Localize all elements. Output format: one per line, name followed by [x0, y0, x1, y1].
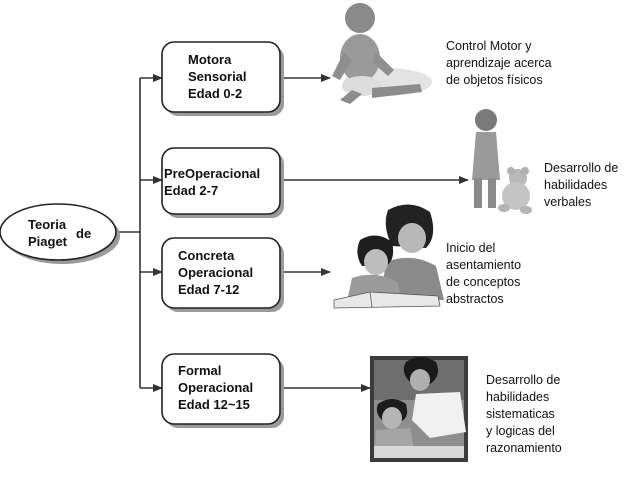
- root-label-suffix: de: [76, 226, 92, 241]
- mother-reading-with-child-illustration: [333, 204, 444, 309]
- description-formal: Desarrollo de habilidades sistematicas y…: [486, 373, 562, 455]
- connectors: [118, 74, 469, 392]
- stage-box-4: [161, 353, 284, 428]
- stage-label-concreta: Concreta Operacional Edad 7-12: [178, 248, 254, 297]
- root-node: [0, 203, 120, 264]
- description-motora: Control Motor y aprendizaje acerca de ob…: [446, 39, 552, 87]
- toddler-with-teddy-bear-illustration: [472, 109, 532, 214]
- stage-label-preoperacional: PreOperacional Edad 2-7: [164, 166, 261, 198]
- stage-label-formal: Formal Operacional Edad 12~15: [178, 363, 254, 412]
- root-label: Teoria Piaget: [28, 217, 68, 249]
- description-concreta: Inicio del asentamiento de conceptos abs…: [446, 241, 522, 306]
- stage-label-motora: Motora Sensorial Edad 0-2: [188, 52, 247, 101]
- stage-boxes: [161, 41, 284, 428]
- seated-baby-illustration: [332, 3, 432, 104]
- stage-box-3: [161, 237, 284, 312]
- description-preoperacional: Desarrollo de habilidades verbales: [544, 161, 619, 209]
- teen-studying-with-adult-illustration: [370, 356, 468, 462]
- stage-box-1: [161, 41, 284, 116]
- stage-box-2: [161, 147, 284, 218]
